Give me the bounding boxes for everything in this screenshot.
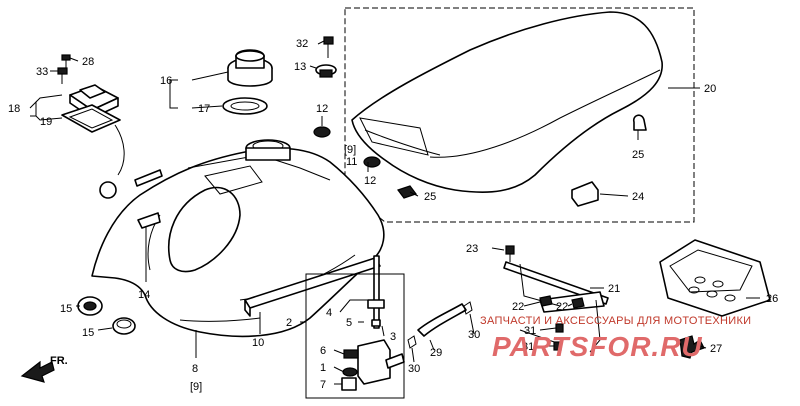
- wing-nut-27: [679, 335, 705, 359]
- label-30-lower: 30: [408, 363, 420, 375]
- cap-15-lower: [112, 317, 136, 335]
- bolt-32: [323, 36, 334, 58]
- label-8: 8: [192, 363, 198, 375]
- label-22-right: 22: [556, 301, 568, 313]
- label-25-right: 25: [632, 149, 644, 161]
- watermark-brand: PARTSFOR.RU: [492, 331, 703, 362]
- label-18: 18: [8, 103, 20, 115]
- watermark-tagline: ЗАПЧАСТИ И АКСЕССУАРЫ ДЛЯ МОТОТЕХНИКИ: [480, 315, 751, 327]
- front-direction-label: FR.: [50, 355, 68, 367]
- tool-tray: [659, 239, 771, 317]
- fuel-gauge-unit: [61, 84, 125, 199]
- tube-clip-30-upper: [463, 301, 473, 315]
- label-33: 33: [36, 66, 48, 78]
- label-17: 17: [198, 103, 210, 115]
- label-32: 32: [296, 38, 308, 50]
- fuel-tank-cover: [91, 139, 385, 338]
- label-7: 7: [320, 379, 326, 391]
- label-31-lower: 31: [522, 341, 534, 353]
- label-1: 1: [320, 362, 326, 374]
- label-20: 20: [704, 83, 716, 95]
- collar-13: [315, 64, 337, 78]
- label-5: 5: [346, 317, 352, 329]
- label-21: 21: [608, 283, 620, 295]
- label-9-upper: [9]: [344, 144, 356, 156]
- label-2: 2: [286, 317, 292, 329]
- label-26: 26: [766, 293, 778, 305]
- label-28: 28: [82, 56, 94, 68]
- bolt-23: [505, 245, 515, 262]
- label-31-upper: 31: [524, 325, 536, 337]
- front-direction-arrow: [20, 360, 55, 383]
- label-25-left: 25: [424, 191, 436, 203]
- label-4: 4: [326, 307, 332, 319]
- cap-gasket: [222, 97, 268, 115]
- seat-clip-25-left: [397, 185, 417, 199]
- label-14: 14: [138, 289, 150, 301]
- label-30-upper: 30: [468, 329, 480, 341]
- label-9-lower: [9]: [190, 381, 202, 393]
- fuel-tube: [417, 303, 467, 337]
- seat-group-bracket: [344, 7, 695, 223]
- label-11: 11: [346, 156, 357, 168]
- label-16: 16: [160, 75, 172, 87]
- label-15-lower: 15: [82, 327, 94, 339]
- seat-bracket-24: [571, 181, 599, 207]
- rubber-12-upper: [313, 126, 331, 138]
- seat-clip-25-right: [632, 114, 647, 131]
- label-29: 29: [430, 347, 442, 359]
- label-12-upper: 12: [316, 103, 328, 115]
- label-3: 3: [390, 331, 396, 343]
- label-27: 27: [710, 343, 722, 355]
- fuel-cap: [227, 49, 273, 87]
- bolt-22-left: [539, 295, 553, 307]
- nut-15-upper: [77, 296, 103, 316]
- label-10: 10: [252, 337, 264, 349]
- fuel-cock-bracket: [305, 273, 405, 399]
- label-24: 24: [632, 191, 644, 203]
- tube-clip-30-lower: [407, 335, 417, 349]
- cushion-strip-14: [134, 169, 163, 229]
- cushion-strip-10: [244, 257, 381, 317]
- bolt-22-right: [571, 297, 585, 309]
- screw-33: [57, 67, 68, 84]
- label-22-left: 22: [512, 301, 524, 313]
- leader-lines: [29, 40, 760, 385]
- label-12-lower: 12: [364, 175, 376, 187]
- label-15-upper: 15: [60, 303, 72, 315]
- label-19: 19: [40, 116, 52, 128]
- label-13: 13: [294, 61, 306, 73]
- label-23: 23: [466, 243, 478, 255]
- seat: [351, 11, 663, 193]
- label-6: 6: [320, 345, 326, 357]
- rubber-12-lower: [363, 156, 381, 168]
